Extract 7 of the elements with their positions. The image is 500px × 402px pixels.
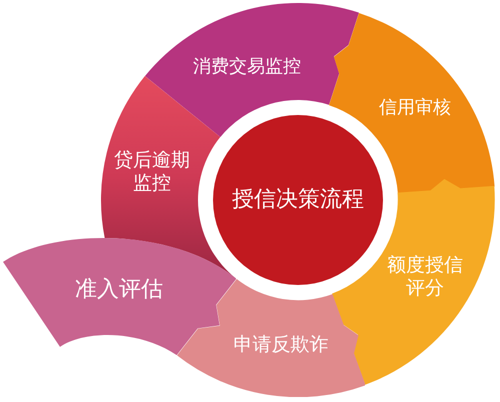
segment-label: 消费交易监控 bbox=[192, 56, 301, 78]
segment-label: 申请反欺诈 bbox=[233, 334, 328, 356]
center-title: 授信决策流程 bbox=[232, 186, 364, 214]
segment-label: 额度授信评分 bbox=[386, 254, 464, 300]
segment-label: 准入评估 bbox=[75, 276, 163, 304]
segment-label: 贷后逾期监控 bbox=[112, 149, 191, 195]
segment-label: 信用审核 bbox=[378, 97, 451, 119]
